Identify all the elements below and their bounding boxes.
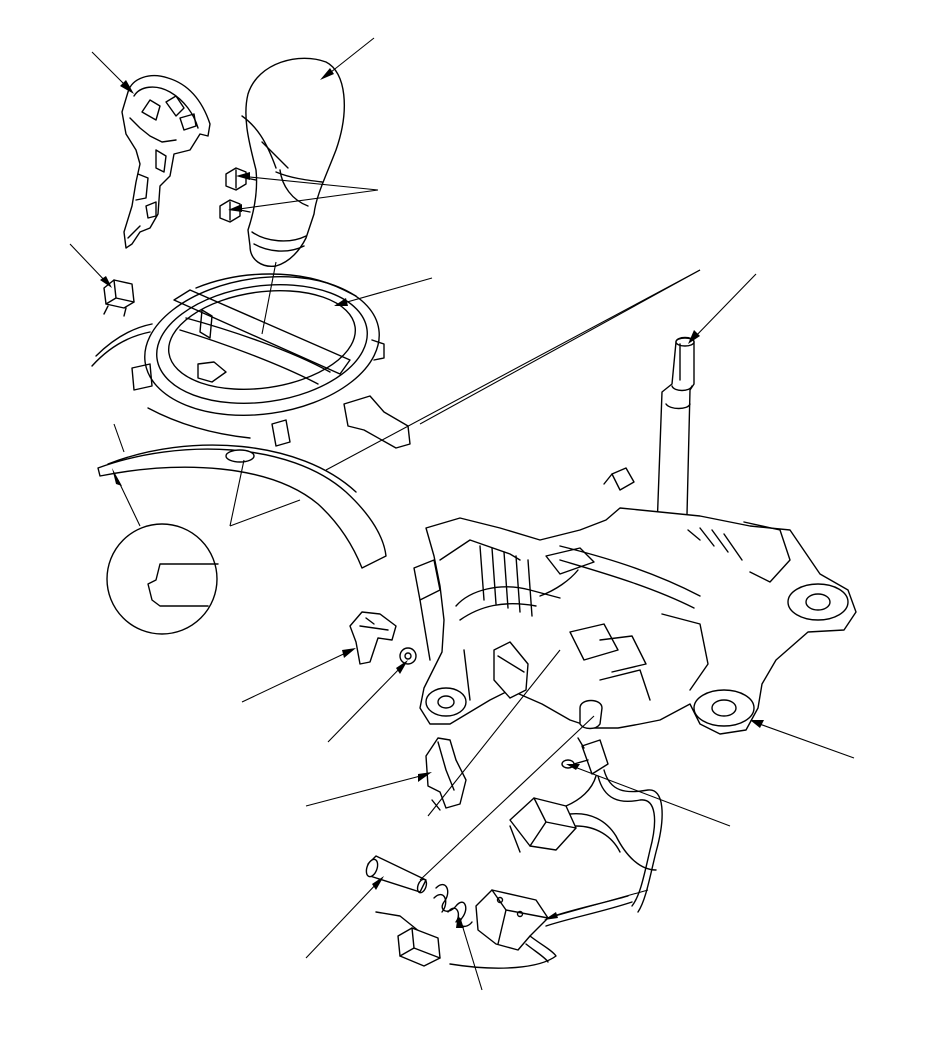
pin-clip: [349, 611, 397, 665]
leader-bulb: [571, 765, 731, 827]
shift-lock-pin: [365, 855, 428, 894]
leader-stalk-top: [691, 273, 757, 341]
console-bezel: [91, 273, 411, 449]
leader-lock-pin: [305, 879, 381, 959]
leader-knob-stem: [261, 261, 277, 335]
shift-knob: [241, 57, 345, 267]
leader-cam-to-base: [427, 649, 561, 817]
leader-strip: [113, 423, 125, 453]
leader-stalk-lower: [325, 269, 701, 471]
leader-strip-hole-a: [229, 459, 245, 527]
shift-lever-base: [413, 467, 857, 735]
leader-screw-lower: [231, 189, 379, 211]
small-connector: [397, 927, 441, 967]
leader-spring-to-base: [419, 715, 595, 881]
leader-cam: [305, 773, 429, 807]
strip-detail-callout: [106, 468, 219, 635]
leader-knob: [325, 37, 375, 77]
indicator-plate-strip: [97, 444, 387, 569]
leader-solenoid: [547, 889, 649, 919]
knob-trim-cover: [121, 74, 211, 249]
leader-strip-hole-b: [229, 499, 301, 527]
leader-pin-clip: [241, 649, 353, 703]
knob-screws: [219, 167, 257, 223]
leader-bushing: [327, 663, 405, 743]
leader-bezel: [339, 277, 433, 305]
leader-spring: [459, 917, 483, 991]
leader-base: [753, 721, 855, 759]
indicator-bulb: [561, 737, 609, 775]
wire-harness-connector: [509, 769, 663, 913]
leader-stalk-upper: [419, 269, 701, 425]
leader-lines: [69, 37, 855, 991]
screw-upper: [225, 167, 257, 191]
cam-bracket: [425, 737, 467, 811]
leader-screw-upper: [239, 175, 379, 191]
pin-bushing: [399, 647, 417, 665]
leader-button-cap: [69, 243, 109, 285]
return-spring: [433, 883, 473, 928]
